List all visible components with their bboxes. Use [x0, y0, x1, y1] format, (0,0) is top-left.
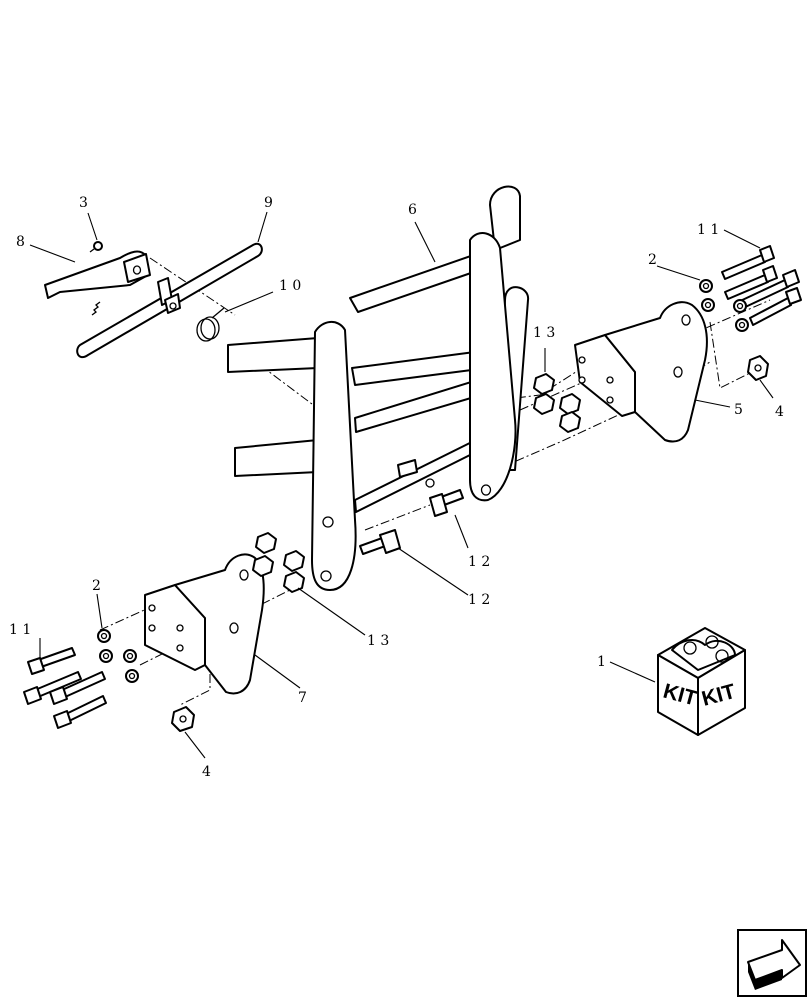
callout-13-right: 1 3 — [533, 325, 555, 341]
bracket-right — [574, 301, 708, 443]
callout-13-left: 1 3 — [367, 633, 389, 649]
callout-8: 8 — [16, 234, 25, 250]
callout-4-left: 4 — [202, 764, 211, 780]
washers-left — [97, 629, 139, 683]
bolts-left — [23, 647, 107, 729]
small-spring — [91, 301, 101, 316]
callout-10: 1 0 — [279, 278, 301, 294]
nut-left — [171, 706, 195, 732]
bracket-left — [144, 553, 265, 695]
callout-12-lower: 1 2 — [468, 592, 490, 608]
latch-handle — [44, 250, 151, 299]
callout-7: 7 — [298, 690, 307, 706]
next-page-arrow-icon[interactable] — [737, 929, 807, 997]
callout-12-upper: 1 2 — [468, 554, 490, 570]
callout-1: 1 — [597, 654, 606, 670]
callout-6: 6 — [408, 202, 417, 218]
callout-4-right: 4 — [775, 404, 784, 420]
bolts-center — [359, 489, 464, 555]
clip-ring — [89, 241, 103, 253]
nuts-right — [533, 373, 581, 433]
nuts-left — [252, 532, 305, 593]
bolts-right — [721, 245, 802, 326]
callout-2-right: 2 — [648, 252, 657, 268]
washers-right — [699, 279, 749, 332]
leader-lines — [29, 211, 774, 759]
callout-numbers: 1 2 2 3 4 4 5 6 7 8 9 1 0 1 1 1 1 1 2 1 … — [9, 195, 784, 780]
callout-11-left: 1 1 — [9, 622, 31, 638]
callout-2-left: 2 — [92, 578, 101, 594]
callout-11-right: 1 1 — [697, 222, 719, 238]
callout-3: 3 — [79, 195, 88, 211]
latch-rod — [76, 242, 263, 359]
hardware-kit-box — [657, 627, 746, 736]
spring-pin — [196, 307, 225, 342]
nut-right — [747, 355, 769, 381]
callout-5: 5 — [734, 402, 743, 418]
grille-guard — [227, 185, 530, 591]
callout-9: 9 — [264, 195, 273, 211]
